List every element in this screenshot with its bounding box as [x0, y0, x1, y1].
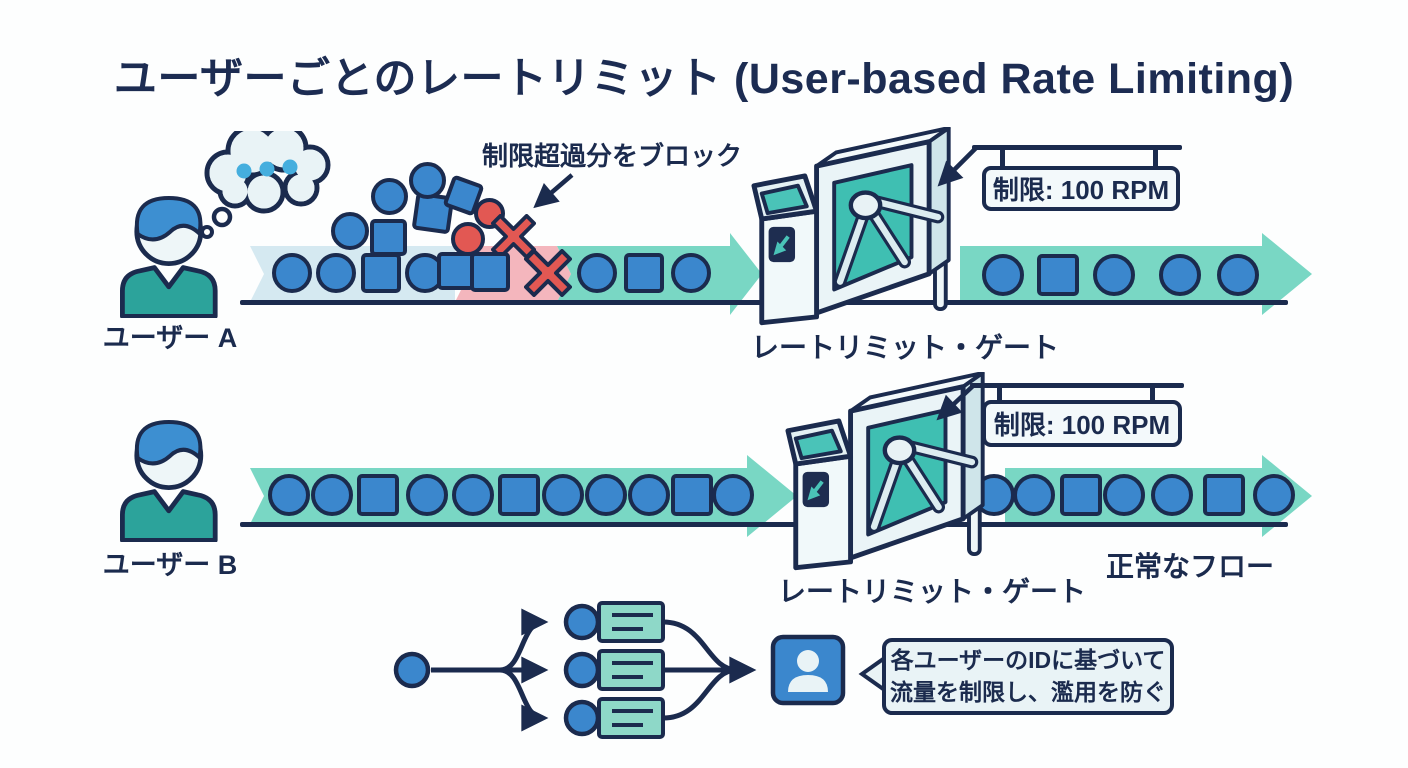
id-card-icon	[770, 634, 846, 706]
user-bucket-row-1	[563, 601, 665, 643]
callout-line-2: 流量を制限し、濫用を防ぐ	[890, 678, 1166, 705]
page-title: ユーザーごとのレートリミット (User-based Rate Limiting…	[113, 55, 1295, 103]
ticket-icon	[597, 601, 665, 643]
request-circle	[370, 177, 408, 215]
gate-screen	[793, 428, 843, 461]
user-b-icon	[120, 420, 218, 542]
turnstile-gate-icon-b	[785, 372, 985, 571]
thought-bubble-icon	[200, 131, 331, 239]
gate-screen	[759, 183, 809, 216]
flow-baseline-b	[240, 522, 1288, 527]
block-arrow-icon	[533, 173, 574, 209]
request-square	[441, 173, 485, 217]
flow-band-a-post-gate	[960, 233, 1312, 315]
flow-band-b-post-gate	[1005, 455, 1312, 537]
rate-limit-sign-b: 制限: 100 RPM	[982, 400, 1182, 447]
ticket-icon	[597, 697, 665, 739]
per-user-split-diagram	[393, 601, 846, 739]
user-bucket-row-3	[563, 697, 665, 739]
sign-hanger-b1	[997, 386, 1002, 404]
user-b-label: ユーザー B	[102, 550, 238, 580]
user-a-icon	[120, 196, 218, 318]
sign-hanger-a2	[1153, 148, 1158, 168]
sign-arrow-icon-a	[937, 145, 979, 187]
user-a-label: ユーザー A	[102, 323, 238, 353]
sign-arrow-icon-b	[936, 383, 976, 421]
flow-band-b-pre-gate	[250, 455, 797, 537]
sign-hanger-a1	[1000, 148, 1005, 168]
request-dot	[393, 651, 431, 689]
turnstile-gate-icon-a	[751, 127, 951, 326]
gate-label-b: レートリミット・ゲート	[777, 576, 1087, 607]
gate-label-a: レートリミット・ゲート	[750, 332, 1060, 363]
request-circle	[408, 161, 446, 199]
rate-limit-sign-a: 制限: 100 RPM	[982, 166, 1180, 211]
callout-bubble: 各ユーザーのIDに基づいて 流量を制限し、濫用を防ぐ	[882, 638, 1174, 715]
normal-flow-label: 正常なフロー	[1105, 551, 1275, 582]
sign-bar-a	[972, 145, 1182, 150]
thought-dots	[236, 159, 298, 179]
ticket-icon	[597, 649, 665, 691]
callout-line-1: 各ユーザーのIDに基づいて	[890, 647, 1166, 674]
block-label: 制限超過分をブロック	[481, 141, 743, 171]
user-bucket-row-2	[563, 649, 665, 691]
sign-bar-b	[970, 383, 1184, 388]
sign-hanger-b2	[1150, 386, 1155, 404]
